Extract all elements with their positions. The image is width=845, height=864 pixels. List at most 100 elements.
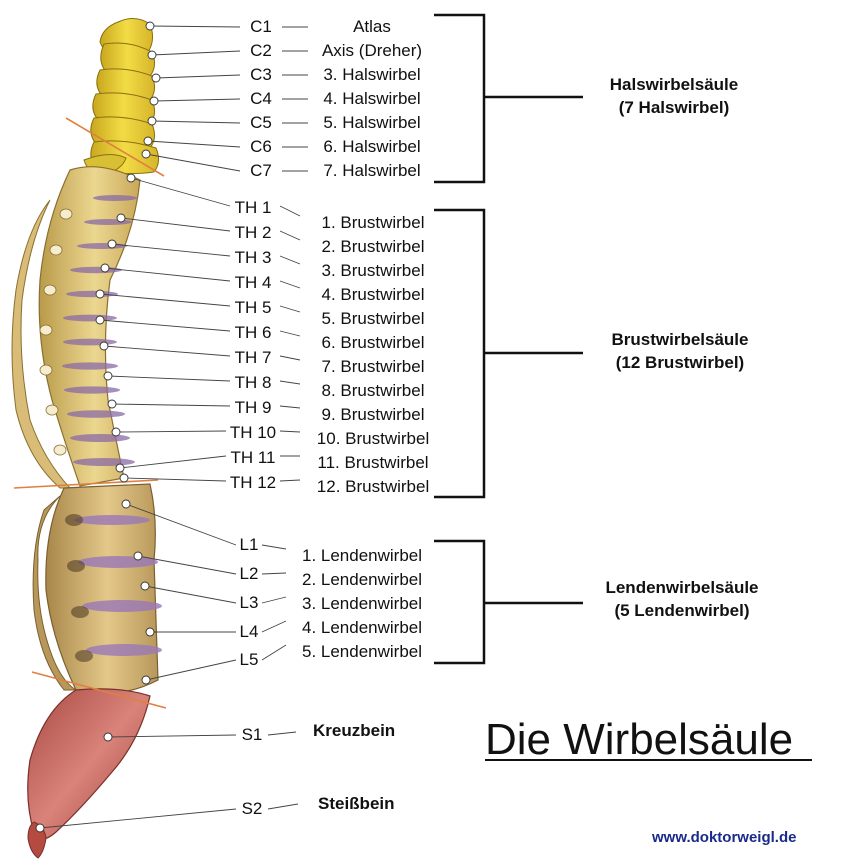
code-l4: L4 bbox=[240, 622, 259, 641]
leader-line bbox=[103, 345, 231, 357]
name-th1: 1. Brustwirbel bbox=[322, 213, 425, 232]
cervical-group-count: (7 Halswirbel) bbox=[619, 98, 730, 117]
name-l5: 5. Lendenwirbel bbox=[302, 642, 422, 661]
leader-line bbox=[125, 503, 237, 546]
connector-line bbox=[279, 355, 301, 361]
group-captions: Halswirbelsäule (7 Halswirbel) Brustwirb… bbox=[605, 75, 758, 620]
name-l4: 4. Lendenwirbel bbox=[302, 618, 422, 637]
name-c2: Axis (Dreher) bbox=[322, 41, 422, 60]
vertebra-marker-dot bbox=[119, 473, 129, 483]
connector-line bbox=[279, 305, 301, 313]
code-c6: C6 bbox=[250, 137, 272, 156]
connector-line bbox=[261, 596, 287, 604]
code-c1: C1 bbox=[250, 17, 272, 36]
leader-line bbox=[104, 267, 231, 282]
cervical-labels: C1 C2 C3 C4 C5 C6 C7 Atlas Axis (Dreher)… bbox=[250, 17, 422, 180]
code-l2: L2 bbox=[240, 564, 259, 583]
code-th9: TH 9 bbox=[235, 398, 272, 417]
vertebra-marker-dot bbox=[145, 627, 155, 637]
vertebra-marker-dot bbox=[95, 289, 105, 299]
bracket-thoracic bbox=[434, 208, 486, 499]
code-s1: S1 bbox=[242, 725, 263, 744]
vertebra-marker-dot bbox=[103, 371, 113, 381]
vertebra-marker-dot bbox=[121, 499, 131, 509]
name-l3: 3. Lendenwirbel bbox=[302, 594, 422, 613]
connector-line bbox=[279, 405, 301, 409]
name-th6: 6. Brustwirbel bbox=[322, 333, 425, 352]
code-th4: TH 4 bbox=[235, 273, 272, 292]
vertebra-marker-dot bbox=[100, 263, 110, 273]
connector-line bbox=[261, 544, 287, 550]
code-th8: TH 8 bbox=[235, 373, 272, 392]
vertebra-marker-dot bbox=[140, 581, 150, 591]
code-c2: C2 bbox=[250, 41, 272, 60]
vertebra-marker-dot bbox=[95, 315, 105, 325]
code-th3: TH 3 bbox=[235, 248, 272, 267]
leader-line bbox=[155, 74, 241, 79]
vertebra-marker-dot bbox=[99, 341, 109, 351]
leader-line bbox=[107, 734, 237, 738]
vertebra-marker-dot bbox=[141, 149, 151, 159]
connector-line bbox=[279, 280, 301, 289]
leader-line bbox=[145, 153, 241, 172]
code-th6: TH 6 bbox=[235, 323, 272, 342]
thoracic-labels: TH 1 TH 2 TH 3 TH 4 TH 5 TH 6 TH 7 TH 8 … bbox=[230, 198, 429, 496]
connector-line bbox=[261, 572, 287, 575]
leader-lines bbox=[39, 25, 308, 829]
connector-line bbox=[279, 255, 301, 265]
vertebra-marker-dot bbox=[115, 463, 125, 473]
connector-line bbox=[279, 430, 301, 433]
leader-line bbox=[99, 293, 231, 307]
connector-line bbox=[261, 620, 287, 633]
code-th1: TH 1 bbox=[235, 198, 272, 217]
group-brackets bbox=[434, 13, 583, 665]
name-th11: 11. Brustwirbel bbox=[317, 453, 428, 472]
code-th5: TH 5 bbox=[235, 298, 272, 317]
leader-line bbox=[107, 375, 231, 382]
name-th3: 3. Brustwirbel bbox=[322, 261, 425, 280]
code-th2: TH 2 bbox=[235, 223, 272, 242]
name-th8: 8. Brustwirbel bbox=[322, 381, 425, 400]
code-c7: C7 bbox=[250, 161, 272, 180]
vertebra-marker-dot bbox=[116, 213, 126, 223]
connector-line bbox=[279, 380, 301, 385]
vertebra-marker-dot bbox=[126, 173, 136, 183]
leader-line bbox=[144, 585, 237, 604]
leader-line bbox=[151, 120, 241, 124]
leader-line bbox=[149, 25, 241, 28]
thoracic-group-count: (12 Brustwirbel) bbox=[616, 353, 744, 372]
name-c7: 7. Halswirbel bbox=[323, 161, 420, 180]
bracket-lumbar bbox=[434, 539, 486, 665]
leader-line bbox=[99, 319, 231, 332]
leader-line bbox=[119, 455, 227, 469]
leader-line bbox=[115, 430, 227, 433]
code-c5: C5 bbox=[250, 113, 272, 132]
vertebra-marker-dot bbox=[147, 116, 157, 126]
leader-line bbox=[120, 217, 231, 232]
leader-line bbox=[147, 140, 241, 148]
leader-line bbox=[111, 403, 231, 407]
connector-line bbox=[279, 330, 301, 337]
name-c4: 4. Halswirbel bbox=[323, 89, 420, 108]
connector-line bbox=[267, 803, 299, 810]
name-th12: 12. Brustwirbel bbox=[317, 477, 429, 496]
lumbar-group-count: (5 Lendenwirbel) bbox=[614, 601, 749, 620]
vertebra-marker-dot bbox=[35, 823, 45, 833]
leader-line bbox=[39, 808, 237, 829]
name-c3: 3. Halswirbel bbox=[323, 65, 420, 84]
sacral-labels: S1 S2 Kreuzbein Steißbein bbox=[242, 721, 396, 818]
spine-illustration bbox=[11, 18, 167, 859]
name-c5: 5. Halswirbel bbox=[323, 113, 420, 132]
leader-line bbox=[151, 50, 241, 56]
code-th11: TH 11 bbox=[230, 448, 275, 467]
vertebra-marker-dot bbox=[107, 399, 117, 409]
sacrum-drawing bbox=[27, 688, 151, 859]
name-l2: 2. Lendenwirbel bbox=[302, 570, 422, 589]
vertebra-marker-dot bbox=[147, 50, 157, 60]
website-link[interactable]: www.doktorweigl.de bbox=[651, 829, 796, 846]
connector-line bbox=[267, 731, 297, 736]
name-c1: Atlas bbox=[353, 17, 391, 36]
leader-line bbox=[153, 98, 241, 102]
name-s1: Kreuzbein bbox=[313, 721, 395, 740]
